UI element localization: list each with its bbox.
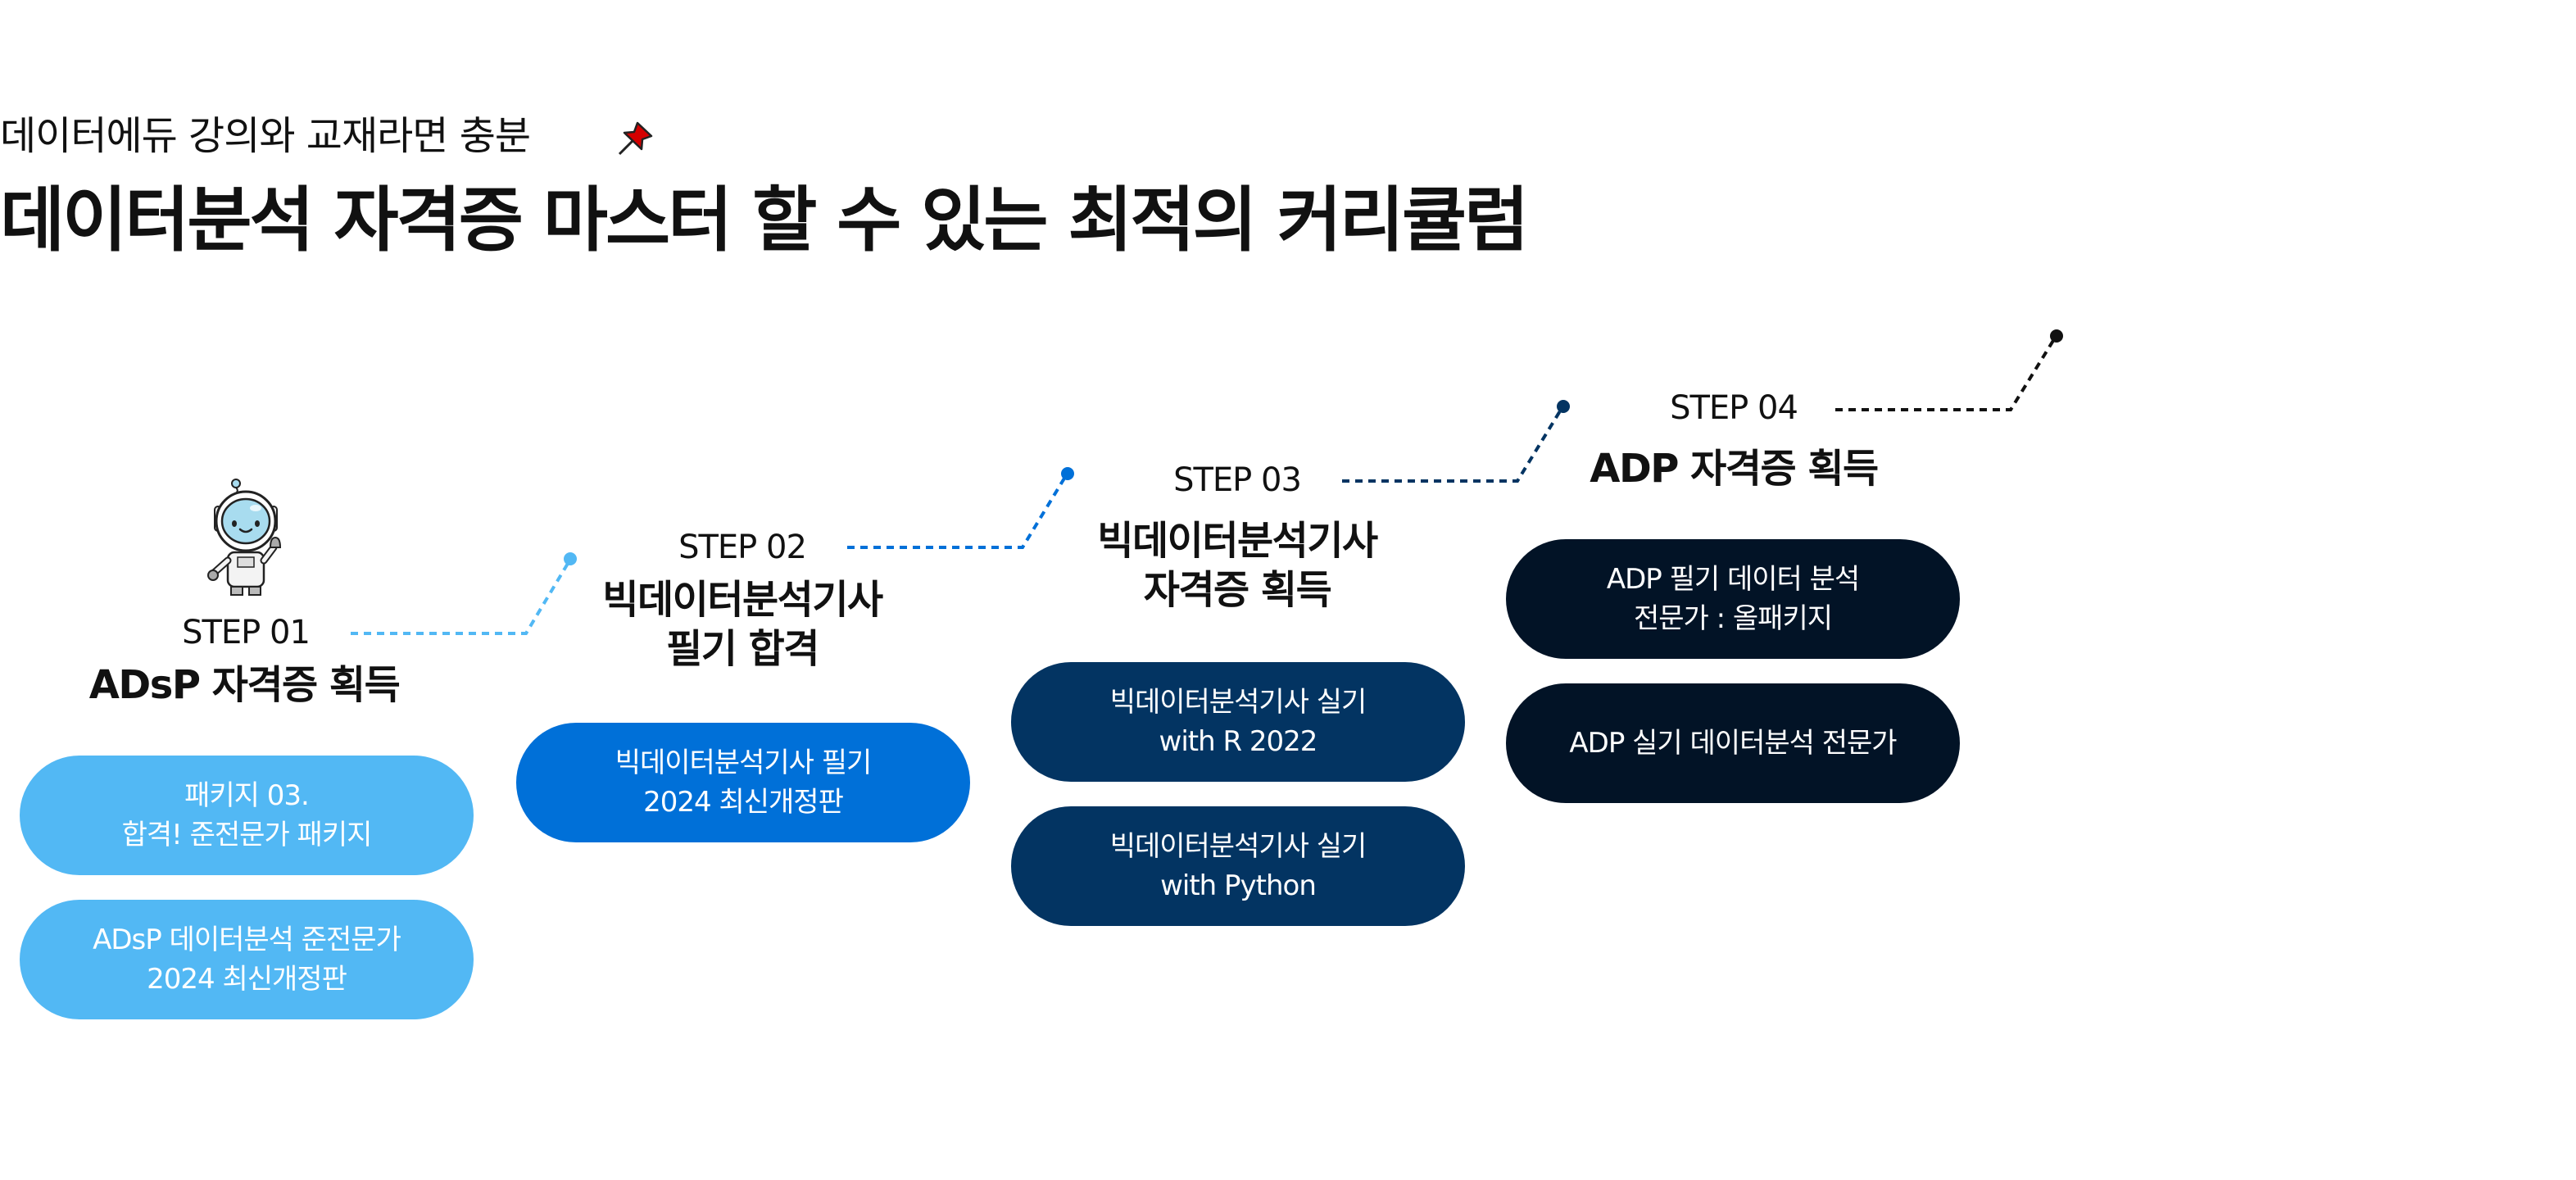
course-button[interactable]: ADP 필기 데이터 분석 전문가 : 올패키지 bbox=[1506, 539, 1960, 659]
connector-step1 bbox=[351, 560, 570, 635]
course-line: ADP 실기 데이터분석 전문가 bbox=[1569, 727, 1897, 760]
page-title: 데이터분석 자격증 마스터 할 수 있는 최적의 커리큘럼 bbox=[0, 179, 1529, 261]
course-button[interactable]: 빅데이터분석기사 필기 2024 최신개정판 bbox=[516, 723, 970, 842]
step-heading-line: 필기 합격 bbox=[666, 626, 819, 672]
step-label: STEP 04 bbox=[1670, 389, 1798, 427]
course-button[interactable]: ADsP 데이터분석 준전문가 2024 최신개정판 bbox=[20, 900, 474, 1019]
step-heading: ADP 자격증 획득 bbox=[1590, 444, 1879, 493]
course-line: 빅데이터분석기사 필기 bbox=[615, 747, 873, 779]
course-button[interactable]: ADP 실기 데이터분석 전문가 bbox=[1506, 683, 1960, 803]
connector-step2 bbox=[847, 475, 1067, 549]
course-line: 빅데이터분석기사 실기 bbox=[1109, 686, 1367, 719]
step-heading: 빅데이터분석기사 자격증 획득 bbox=[1097, 516, 1378, 615]
step-heading-line: 빅데이터분석기사 bbox=[602, 577, 883, 623]
pushpin-icon bbox=[618, 121, 653, 156]
subtitle: 데이터에듀 강의와 교재라면 충분 bbox=[0, 111, 531, 161]
course-button[interactable]: 빅데이터분석기사 실기 with R 2022 bbox=[1011, 662, 1465, 782]
subtitle-text: 데이터에듀 강의와 교재라면 충분 bbox=[0, 113, 531, 159]
course-button[interactable]: 패키지 03. 합격! 준전문가 패키지 bbox=[20, 756, 474, 875]
astronaut-icon bbox=[207, 479, 282, 596]
course-line: 2024 최신개정판 bbox=[147, 963, 347, 996]
connector-step3 bbox=[1342, 408, 1562, 483]
course-line: ADP 필기 데이터 분석 bbox=[1606, 563, 1860, 596]
step-label: STEP 01 bbox=[182, 614, 311, 651]
step-heading-line: ADsP 자격증 획득 bbox=[88, 662, 401, 708]
step-heading: ADsP 자격증 획득 bbox=[88, 660, 401, 710]
course-line: 전문가 : 올패키지 bbox=[1633, 602, 1833, 635]
course-line: 빅데이터분석기사 실기 bbox=[1109, 830, 1367, 863]
step-heading-line: 빅데이터분석기사 bbox=[1097, 518, 1378, 564]
connector-dot-step2 bbox=[1061, 467, 1074, 480]
step-label: STEP 03 bbox=[1173, 461, 1302, 499]
step-heading-line: ADP 자격증 획득 bbox=[1590, 446, 1879, 492]
course-button[interactable]: 빅데이터분석기사 실기 with Python bbox=[1011, 806, 1465, 926]
course-line: with R 2022 bbox=[1159, 725, 1318, 758]
course-line: with Python bbox=[1160, 869, 1317, 902]
connector-step4 bbox=[1835, 338, 2056, 411]
course-line: 패키지 03. bbox=[184, 779, 310, 812]
step-label: STEP 02 bbox=[678, 529, 807, 566]
connector-dot-step4 bbox=[2050, 329, 2063, 343]
course-line: ADsP 데이터분석 준전문가 bbox=[93, 924, 401, 956]
course-line: 합격! 준전문가 패키지 bbox=[121, 819, 373, 851]
connector-dot-step1 bbox=[564, 552, 577, 565]
step-heading: 빅데이터분석기사 필기 합격 bbox=[602, 575, 883, 674]
connector-dot-step3 bbox=[1557, 400, 1570, 413]
course-line: 2024 최신개정판 bbox=[643, 786, 844, 819]
step-heading-line: 자격증 획득 bbox=[1143, 567, 1332, 613]
